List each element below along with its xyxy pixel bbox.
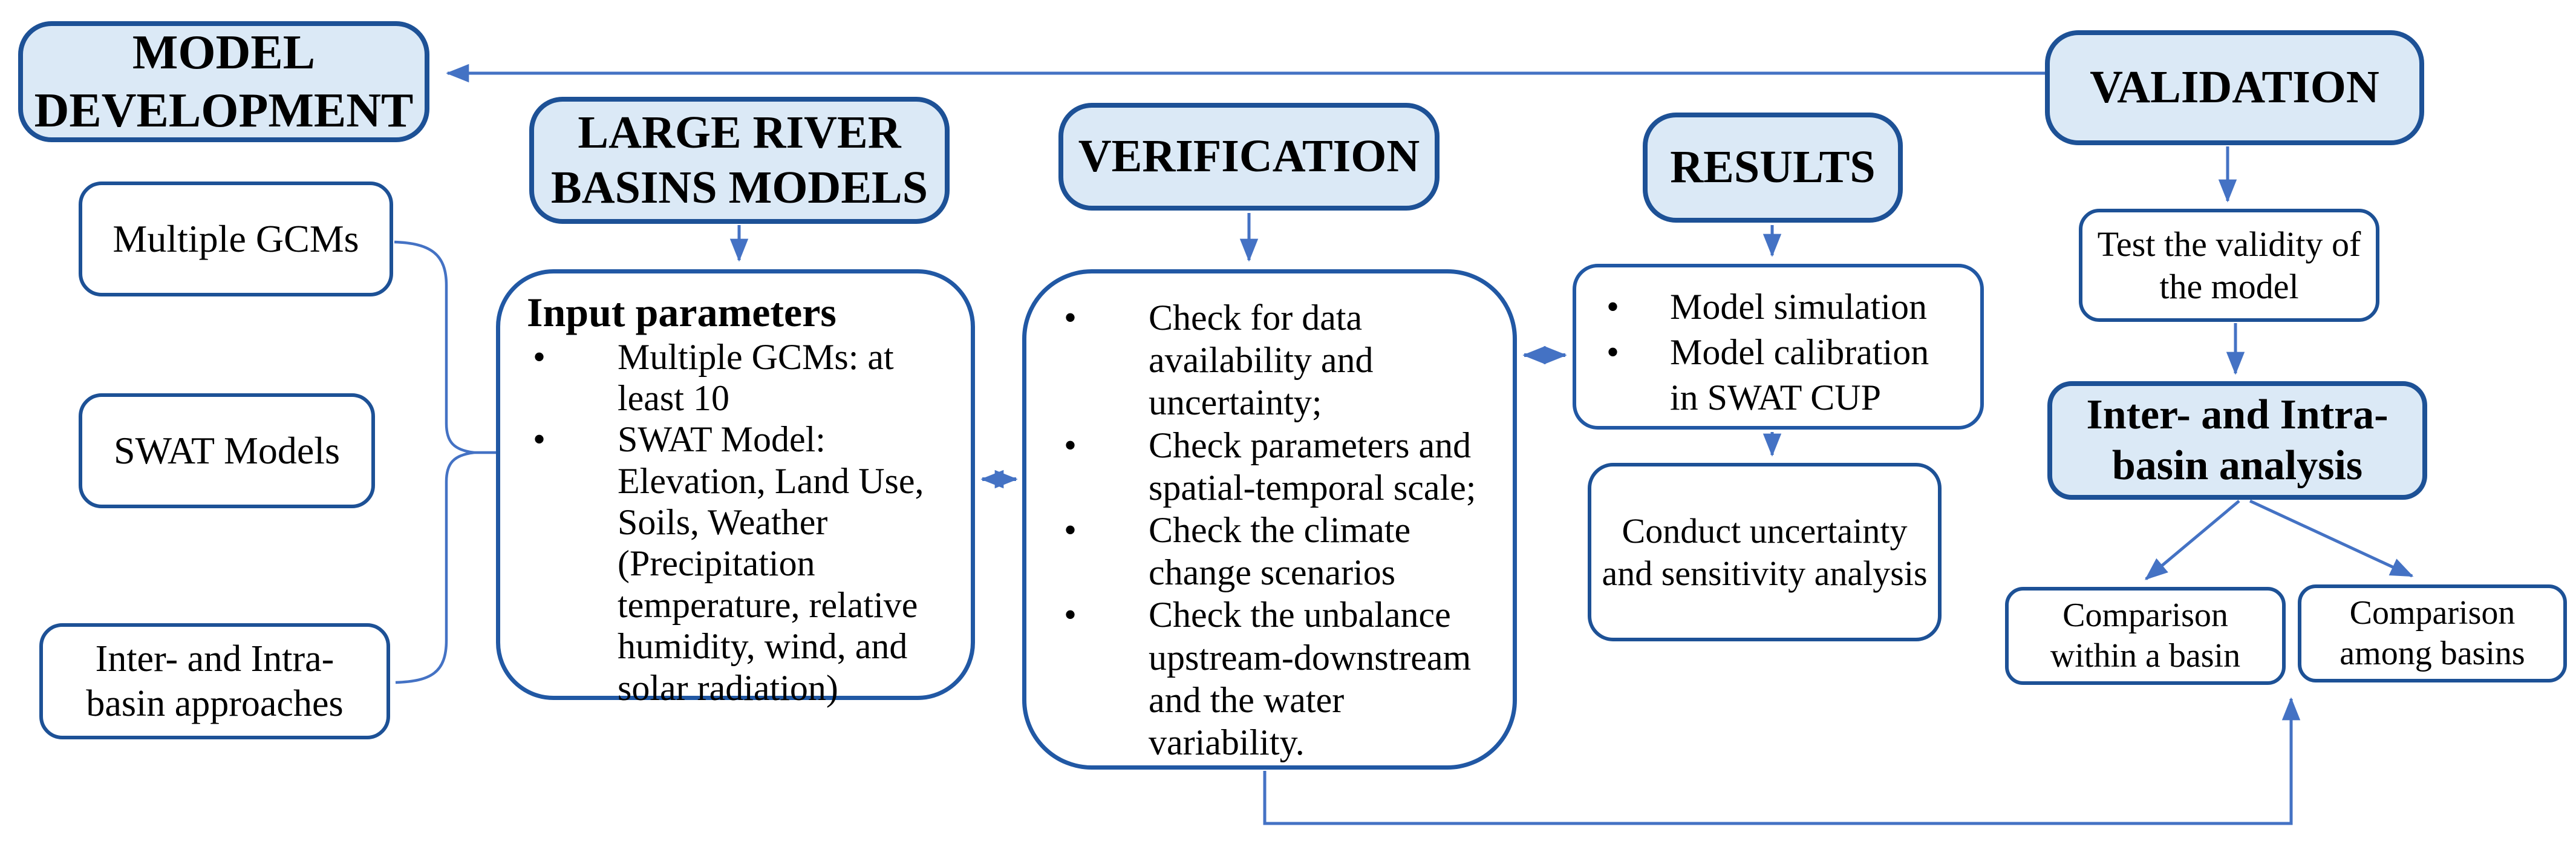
header-line: basin analysis	[2111, 442, 2363, 489]
box-label: Comparison among basins	[2340, 594, 2525, 672]
large-river-basins-models-header: LARGE RIVER BASINS MODELS	[529, 97, 950, 224]
header-line: BASINS MODELS	[551, 162, 928, 213]
results-box: • Model simulation • Model calibration i…	[1573, 264, 1984, 430]
verification-header: VERIFICATION	[1058, 103, 1440, 211]
bullet-item: • Model simulation	[1600, 284, 1966, 330]
box-label: Multiple GCMs	[112, 217, 359, 260]
bullet-marker: •	[1064, 509, 1077, 550]
header-label: RESULTS	[1670, 142, 1876, 193]
inter-intra-analysis-header: Inter- and Intra- basin analysis	[2047, 381, 2427, 500]
bullet-marker: •	[533, 336, 546, 377]
bullet-item: • Check for data availability and uncert…	[1058, 296, 1495, 424]
test-validity-box: Test the validity of the model	[2079, 209, 2379, 322]
bullet-item: • Model calibration in SWAT CUP	[1600, 330, 1966, 420]
box-label: Inter- and Intra-basin approaches	[86, 638, 344, 724]
validation-header: VALIDATION	[2045, 30, 2424, 145]
bullet-item: • Check parameters and spatial-temporal …	[1058, 424, 1495, 509]
bullet-text: Multiple GCMs: at least 10	[618, 336, 894, 418]
bullet-item: • Multiple GCMs: at least 10	[527, 336, 954, 419]
input-parameters-box: Input parameters • Multiple GCMs: at lea…	[496, 269, 975, 708]
header-line: LARGE RIVER	[578, 106, 901, 158]
verification-box: • Check for data availability and uncert…	[1022, 269, 1517, 770]
box-label: SWAT Models	[114, 428, 340, 472]
header-line: MODEL	[132, 26, 316, 79]
bullet-item: • Check the unbalance upstream-downstrea…	[1058, 594, 1495, 764]
input-parameters-title: Input parameters	[527, 289, 836, 335]
bullet-marker: •	[1064, 425, 1077, 465]
model-development-header: MODEL DEVELOPMENT	[18, 21, 429, 142]
results-header: RESULTS	[1643, 113, 1903, 223]
header-line: DEVELOPMENT	[34, 84, 414, 137]
arrow-analysis-to-comparison-within	[2144, 500, 2240, 580]
bullet-marker: •	[533, 419, 546, 460]
inter-intra-approaches-box: Inter- and Intra-basin approaches	[39, 623, 390, 739]
bullet-text: Check the unbalance upstream-downstream …	[1149, 595, 1472, 762]
header-line: Inter- and Intra-	[2086, 391, 2389, 438]
box-label: Comparison within a basin	[2050, 596, 2241, 675]
bullet-text: SWAT Model: Elevation, Land Use, Soils, …	[618, 419, 924, 708]
bullet-marker: •	[1606, 332, 1620, 372]
conduct-uncertainty-box: Conduct uncertainty and sensitivity anal…	[1588, 463, 1942, 641]
comparison-within-basin-box: Comparison within a basin	[2005, 587, 2286, 685]
box-label: Conduct uncertainty and sensitivity anal…	[1602, 511, 1928, 593]
bullet-text: Model simulation	[1670, 287, 1927, 327]
comparison-among-basins-box: Comparison among basins	[2298, 584, 2567, 682]
bullet-marker: •	[1064, 595, 1077, 635]
multiple-gcms-box: Multiple GCMs	[79, 182, 393, 296]
bullet-text: Check the climate change scenarios	[1149, 509, 1411, 593]
bullet-text: Model calibration in SWAT CUP	[1670, 332, 1929, 417]
header-label: VERIFICATION	[1078, 131, 1420, 182]
arrow-analysis-to-comparison-among	[2249, 499, 2414, 578]
swat-models-box: SWAT Models	[79, 393, 375, 508]
header-label: VALIDATION	[2090, 62, 2379, 113]
bullet-marker: •	[1606, 287, 1620, 327]
bullet-text: Check for data availability and uncertai…	[1149, 298, 1374, 423]
bullet-item: • SWAT Model: Elevation, Land Use, Soils…	[527, 419, 954, 708]
brace-left-inputs	[394, 240, 475, 684]
bullet-item: • Check the climate change scenarios	[1058, 509, 1495, 594]
bullet-marker: •	[1064, 298, 1077, 338]
bullet-text: Check parameters and spatial-temporal sc…	[1149, 425, 1476, 508]
box-label: Test the validity of the model	[2097, 224, 2361, 306]
